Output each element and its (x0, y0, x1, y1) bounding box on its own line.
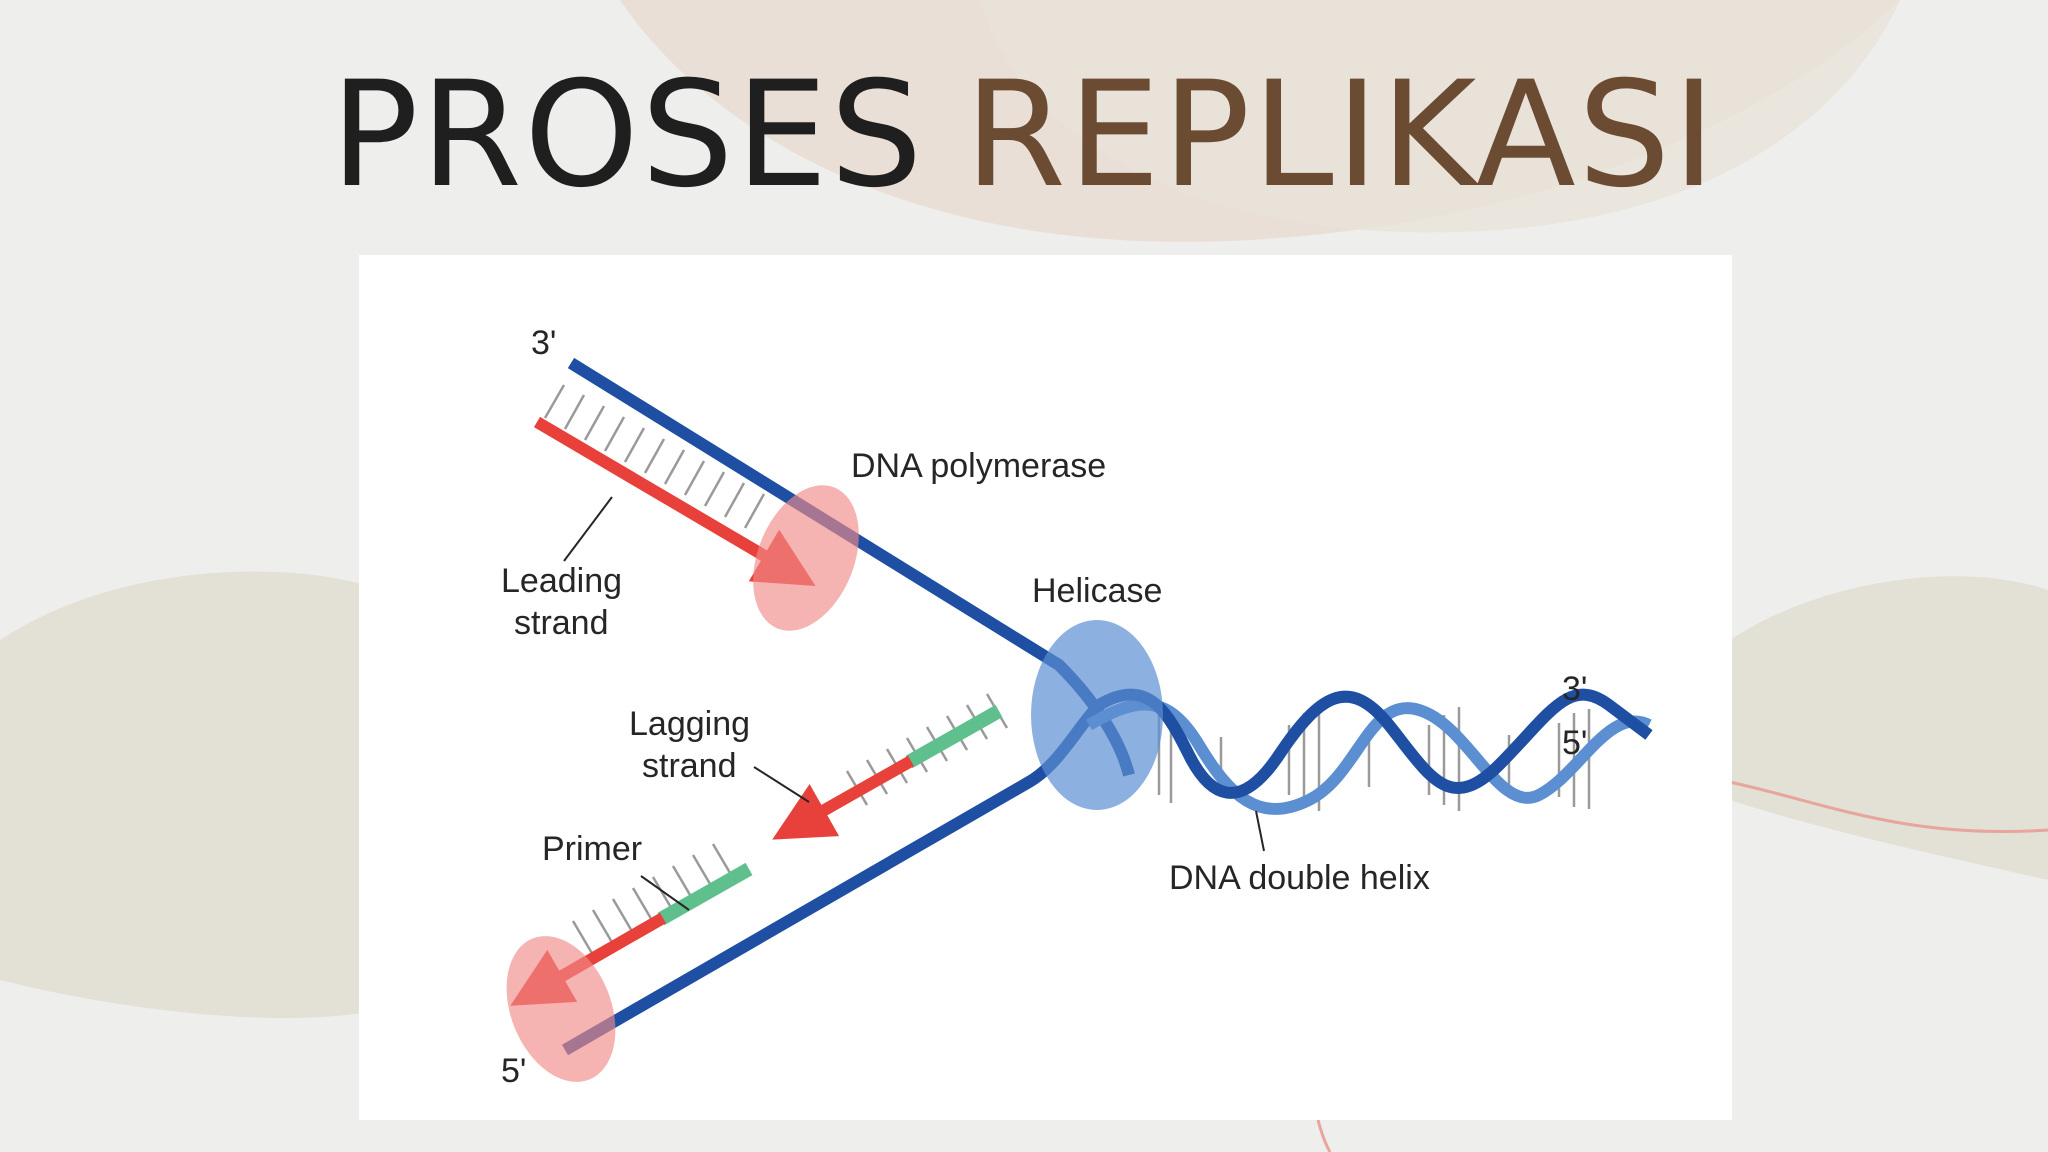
label-dna-double-helix: DNA double helix (1169, 859, 1430, 897)
primer-segment-lower (657, 862, 753, 926)
dna-replication-diagram: 3' DNA polymerase Leading strand Helicas… (501, 324, 1653, 1090)
label-primer: Primer (542, 830, 642, 868)
label-pointer-lines (563, 496, 1265, 911)
leading-arrow-icon (533, 416, 816, 586)
bg-accent-line-bottom (1316, 1119, 1332, 1152)
label-leading-strand-1: Leading (501, 562, 622, 600)
lagging-arrow-icon (772, 755, 914, 840)
helix-strand-front (1095, 688, 1653, 799)
bg-blob-right (1730, 576, 2048, 880)
title-word-replikasi: REPLIKASI (964, 50, 1718, 220)
label-right-5prime: 5' (1562, 724, 1587, 762)
upper-arm-rungs (543, 384, 766, 529)
helix-strand-back (1085, 698, 1652, 815)
label-bottom-5prime: 5' (501, 1052, 526, 1090)
bg-accent-line (1719, 778, 2048, 834)
label-helicase: Helicase (1032, 572, 1162, 610)
bg-blob-top-light (980, 0, 1900, 233)
dna-polymerase-lower-icon (506, 936, 616, 1082)
dna-double-helix (1085, 688, 1653, 815)
bg-blob-left (0, 571, 380, 1019)
dna-replication-diagram-card: 3' DNA polymerase Leading strand Helicas… (359, 255, 1732, 1120)
dna-polymerase-icon (753, 485, 859, 631)
title-word-proses: PROSES (330, 50, 925, 220)
label-leading-strand-2: strand (514, 604, 609, 642)
primer-segment-upper (905, 704, 1003, 769)
label-lagging-strand-1: Lagging (629, 705, 750, 743)
label-lagging-strand-2: strand (642, 747, 737, 785)
label-top-3prime: 3' (531, 324, 556, 362)
label-right-3prime: 3' (1562, 670, 1587, 708)
helicase-icon (1031, 620, 1163, 810)
label-dna-polymerase: DNA polymerase (851, 447, 1106, 485)
